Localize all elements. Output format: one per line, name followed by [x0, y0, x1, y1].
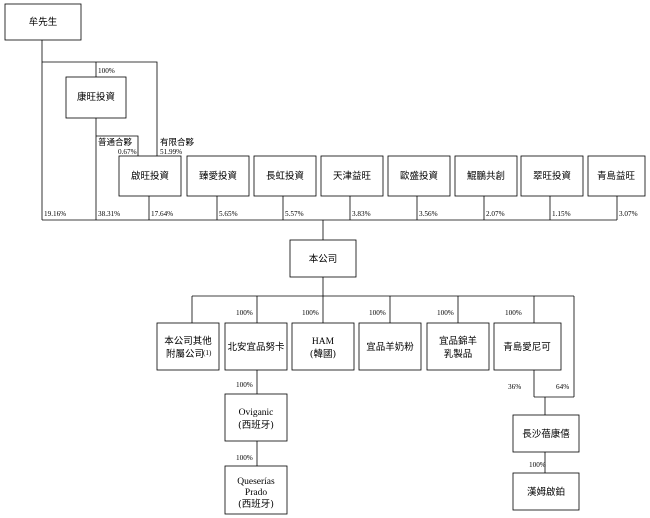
node-queserias-line3: (西班牙)	[238, 498, 274, 510]
pct-kangwang-company: 38.31%	[98, 210, 120, 218]
node-ham-box	[291, 322, 355, 371]
node-beian: 北安宜品努卡	[227, 341, 285, 353]
node-zhenai-box	[186, 155, 250, 197]
node-qingdao-aini-box	[493, 322, 562, 371]
pct-beian: 100%	[236, 309, 253, 317]
node-queserias-line2: Prado	[245, 488, 267, 498]
node-mou: 牟先生	[29, 16, 58, 28]
node-dairy-box	[426, 322, 490, 371]
pct-qiwang: 17.64%	[151, 210, 173, 218]
line-mou-kangwang-lp	[42, 61, 158, 156]
edge-labels: 100% 普通合夥 有限合夥 0.67% 51.99% 19.16% 38.31…	[44, 67, 638, 469]
pct-mou-kangwang: 100%	[98, 67, 115, 75]
pct-changhong: 5.57%	[285, 210, 304, 218]
node-other-sub-line1: 本公司其他	[164, 335, 212, 347]
node-company-box	[289, 239, 357, 278]
node-qiwang: 啟旺投資	[131, 170, 169, 182]
pct-lp: 51.99%	[160, 148, 182, 156]
node-cuiwang-box	[520, 155, 584, 197]
pct-hanmu: 100%	[529, 461, 546, 469]
node-goat-powder-box	[358, 322, 422, 371]
pct-qingdao-aini: 100%	[505, 309, 522, 317]
node-beian-box	[224, 322, 288, 371]
node-kangwang-box	[65, 76, 127, 119]
node-goat-powder: 宜品羊奶粉	[366, 341, 414, 353]
pct-company-changsha: 64%	[556, 383, 569, 391]
pct-ham: 100%	[302, 309, 319, 317]
node-other-sub-box	[156, 322, 220, 371]
pct-cuiwang: 1.15%	[552, 210, 571, 218]
node-oviganic-box	[224, 393, 288, 442]
node-queserias-line1: Queserías	[237, 477, 275, 487]
node-ham-line1: HAM	[312, 337, 335, 347]
pct-ousheng: 3.56%	[419, 210, 438, 218]
pct-gp: 0.67%	[118, 148, 137, 156]
node-qiwang-box	[118, 155, 182, 197]
node-tianjin: 天津益旺	[333, 170, 372, 182]
node-qingdao-yiwang-box	[587, 155, 646, 197]
node-kangwang: 康旺投資	[77, 91, 115, 103]
node-zhenai: 臻愛投資	[199, 170, 237, 182]
node-cuiwang: 翠旺投資	[533, 170, 571, 182]
node-tianjin-box	[320, 155, 384, 197]
node-oviganic-line2: (西班牙)	[238, 419, 274, 431]
nodes: 牟先生 康旺投資 啟旺投資 臻愛投資 長虹投資 天津益旺 歐盛投資 鯤鵬共創 翠…	[4, 3, 646, 515]
node-hanmu-box	[512, 472, 580, 511]
node-changhong-box	[253, 155, 317, 197]
line-gp	[96, 135, 139, 156]
node-dairy-line1: 宜品錦羊	[439, 335, 477, 347]
pct-kunpeng: 2.07%	[486, 210, 505, 218]
node-hanmu: 漢姆啟鉑	[527, 486, 565, 498]
node-ousheng-box	[387, 155, 451, 197]
pct-queserias: 100%	[236, 454, 253, 462]
pct-dairy: 100%	[437, 309, 454, 317]
pct-tianjin: 3.83%	[352, 210, 371, 218]
node-other-sub-note: (1)	[203, 349, 212, 357]
node-kunpeng: 鯤鵬共創	[467, 170, 505, 182]
node-ham-line2: (韓國)	[310, 349, 336, 360]
label-lp: 有限合夥	[160, 137, 195, 148]
pct-goat-powder: 100%	[369, 309, 386, 317]
pct-qingdao-yiwang: 3.07%	[619, 210, 638, 218]
pct-mou-company: 19.16%	[44, 210, 66, 218]
connectors	[41, 40, 618, 473]
node-queserias-box	[224, 465, 288, 515]
pct-zhenai: 5.65%	[219, 210, 238, 218]
pct-aini-changsha: 36%	[508, 383, 521, 391]
node-kunpeng-box	[454, 155, 518, 197]
label-gp: 普通合夥	[98, 137, 133, 148]
node-other-sub-line2: 附屬公司	[166, 348, 204, 360]
node-oviganic-line1: Oviganic	[239, 408, 274, 418]
node-qingdao-aini: 青島愛尼可	[503, 341, 551, 353]
node-mou-box	[4, 3, 82, 41]
node-company: 本公司	[309, 253, 338, 265]
node-dairy-line2: 乳製品	[444, 348, 473, 360]
node-changhong: 長虹投資	[266, 170, 304, 182]
pct-oviganic: 100%	[236, 381, 253, 389]
node-changsha-box	[512, 414, 580, 453]
node-qingdao-yiwang: 青島益旺	[597, 170, 636, 182]
node-changsha: 長沙蓓康僖	[522, 428, 570, 440]
node-ousheng: 歐盛投資	[400, 170, 438, 182]
